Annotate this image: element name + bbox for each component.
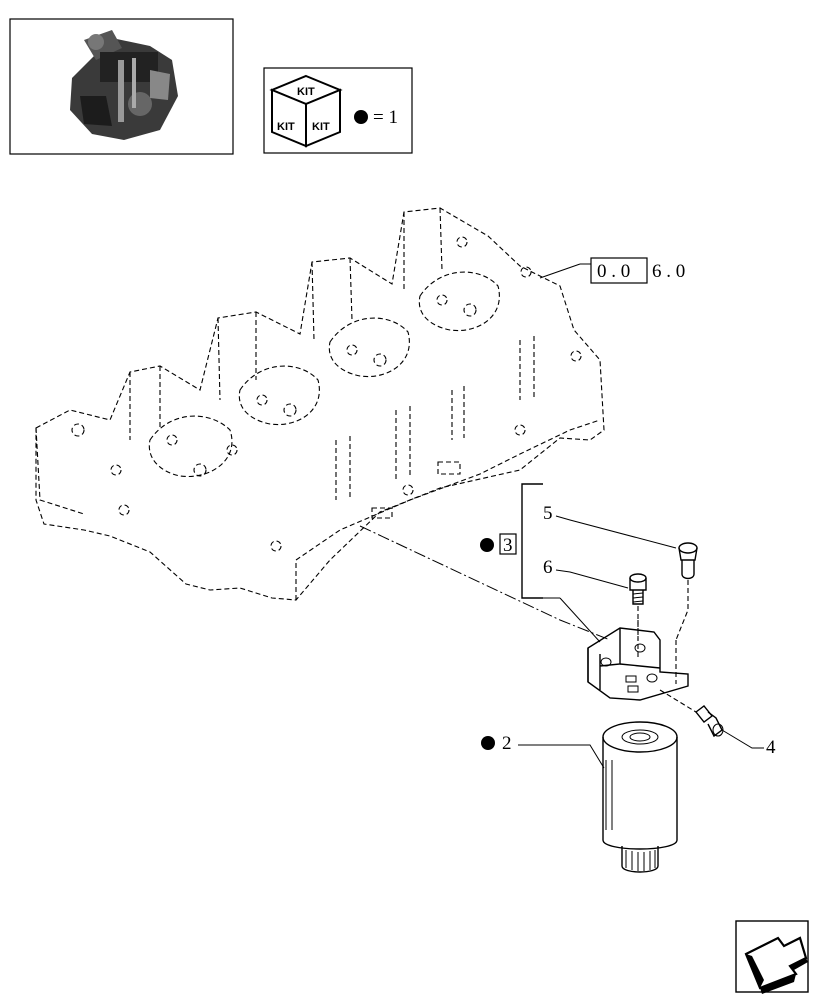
next-page-arrow-icon — [744, 936, 808, 994]
next-page-button[interactable] — [735, 920, 809, 994]
kit-equals-text: = 1 — [373, 107, 398, 128]
kit-dot-icon — [481, 736, 495, 750]
reference-label[interactable]: 0 . 0 6 . 0 — [539, 257, 685, 284]
callout-5[interactable]: 5 — [543, 503, 553, 524]
filter-bracket-drawing — [587, 620, 689, 701]
bolt-4-drawing — [695, 705, 724, 738]
callout-6[interactable]: 6 — [543, 557, 553, 578]
callout-3-box — [499, 533, 517, 555]
callout-2-group[interactable]: 2 — [481, 721, 678, 873]
kit-cube-icon: KIT KIT KIT — [269, 74, 343, 148]
bolt-5-drawing — [675, 542, 698, 641]
callout-3[interactable]: 3 — [503, 535, 513, 556]
callout-4-group[interactable]: 4 — [659, 689, 776, 758]
callout-5-group[interactable]: 5 — [543, 503, 698, 641]
reference-boxed-text: 0 . 0 — [597, 261, 630, 282]
kit-dot-icon — [354, 110, 368, 124]
callout-2[interactable]: 2 — [502, 733, 512, 754]
filter-cartridge-drawing — [602, 721, 678, 873]
reference-rest-text: 6 . 0 — [652, 261, 685, 282]
kit-legend: KIT KIT KIT = 1 — [263, 67, 413, 154]
reference-box — [590, 257, 648, 284]
engine-thumbnail[interactable] — [9, 18, 234, 155]
cylinder-head-drawing — [35, 207, 605, 601]
kit-label-top: KIT — [297, 86, 315, 98]
kit-label-left: KIT — [277, 121, 295, 133]
callout-4[interactable]: 4 — [766, 737, 776, 758]
kit-label-right: KIT — [312, 121, 330, 133]
kit-dot-icon — [480, 538, 494, 552]
engine-thumbnail-icon — [70, 30, 178, 140]
kit-group-bracket: 3 — [480, 483, 601, 643]
